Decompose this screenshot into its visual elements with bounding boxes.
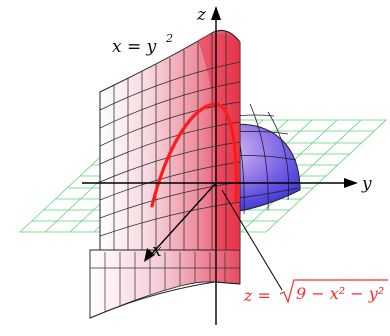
radical-sign-icon <box>279 279 388 304</box>
x-axis <box>147 182 217 259</box>
axes <box>82 18 345 325</box>
cylinder-equation: x = y 2 <box>112 32 173 57</box>
y-arrow-icon <box>344 178 358 188</box>
intersection-curve <box>150 102 238 208</box>
parabolic-cylinder <box>99 29 241 251</box>
axis-arrowheads <box>144 6 358 262</box>
x-arrow-icon <box>144 248 155 262</box>
cylinder-equation-text: x = y <box>112 37 157 57</box>
x-axis-label: x <box>152 241 162 261</box>
z-arrow-icon <box>211 6 221 20</box>
sphere-equation-lhs: z = <box>243 286 271 305</box>
cylinder-equation-exponent: 2 <box>165 32 173 45</box>
pointer-line <box>221 189 283 291</box>
sphere-equation: z = 9 − x² − y² <box>243 279 388 305</box>
cylinder-lower-sheet <box>89 249 241 319</box>
y-axis-label: y <box>361 174 372 194</box>
sphere-equation-radicand: 9 − x² − y² <box>296 284 384 303</box>
z-axis-label: z <box>196 5 207 25</box>
